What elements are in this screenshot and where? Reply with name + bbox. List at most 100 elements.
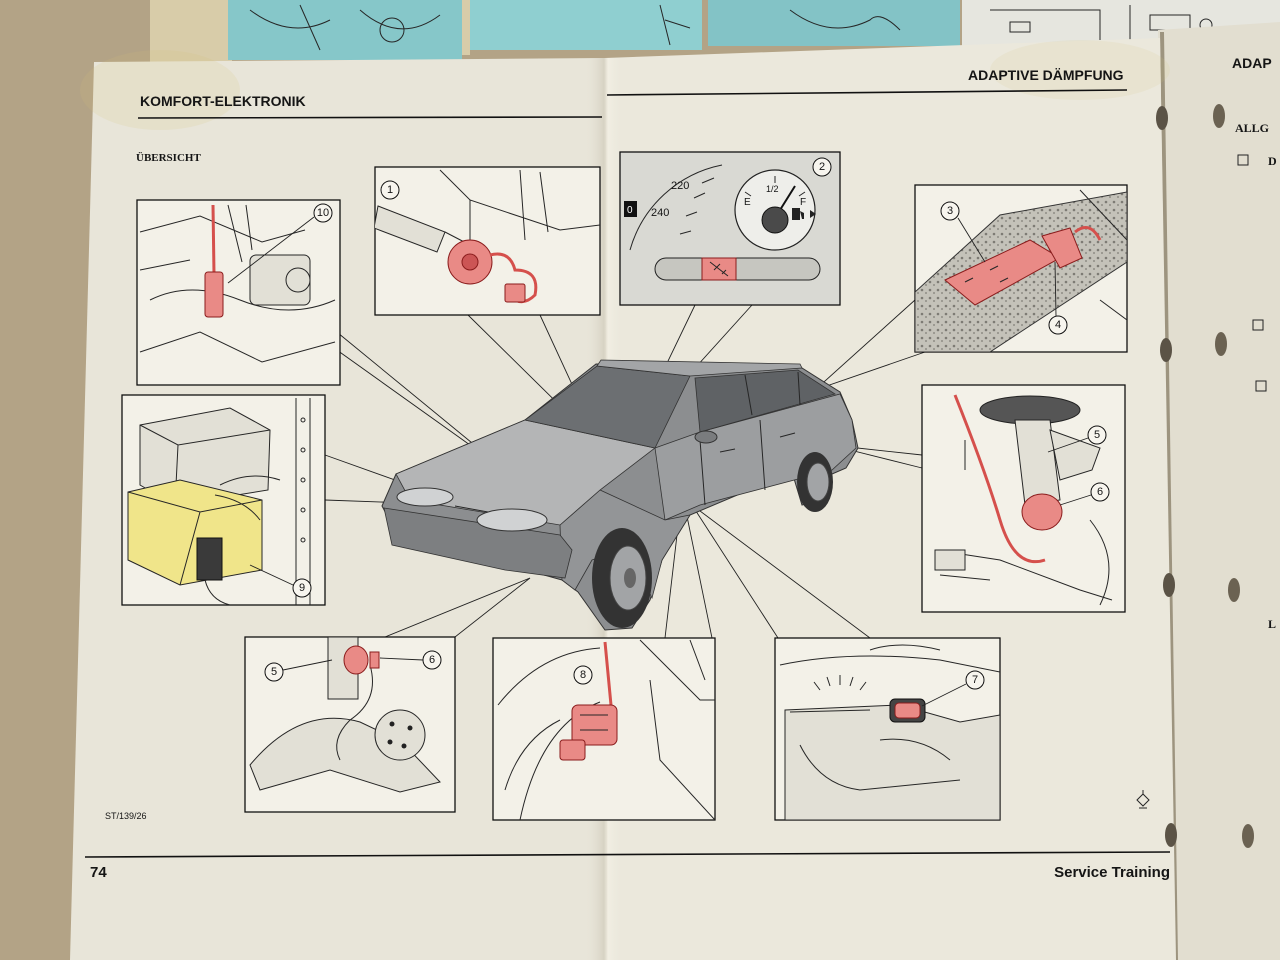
callout-leader — [1047, 437, 1089, 453]
print-symbol-icon — [1136, 790, 1150, 809]
module-connector — [196, 537, 223, 581]
hub-stud — [401, 743, 407, 749]
red-sensor — [571, 704, 618, 746]
sensor-connector — [1041, 227, 1083, 269]
panel-art — [934, 394, 1113, 606]
callout-9: 9 — [292, 578, 312, 598]
hub-stud — [387, 739, 393, 745]
wheel-hub — [374, 709, 426, 761]
callout-number: 10 — [317, 207, 329, 219]
callout-number: 3 — [947, 205, 953, 217]
panel-art — [497, 639, 715, 820]
speed-label-upper: 220 — [671, 180, 689, 192]
panel-art — [779, 644, 1000, 820]
sensor-core — [461, 253, 479, 271]
background-booklets — [150, 0, 1280, 72]
engine-pulley — [285, 267, 311, 293]
car-grille — [454, 505, 489, 513]
callout-ring — [292, 578, 312, 598]
console-details — [789, 709, 961, 791]
callout-ring — [965, 670, 985, 690]
punch-hole — [1215, 332, 1227, 356]
hub-stud — [407, 725, 413, 731]
next-page-heading: ALLG — [1235, 121, 1269, 135]
body-panel — [639, 639, 715, 820]
car-roof — [596, 359, 803, 377]
lower-arm — [249, 717, 441, 793]
callout-number: 2 — [819, 161, 825, 173]
brake-hose — [336, 664, 373, 761]
center-console — [784, 704, 1000, 820]
callout-2: 2 — [812, 157, 832, 177]
beige-booklet-edge — [462, 0, 470, 55]
callout-ring — [812, 157, 832, 177]
age-stain — [80, 50, 240, 130]
callout-leader — [249, 564, 294, 586]
callout-number: 6 — [1097, 486, 1103, 498]
panel-instrument-cluster: 220 240 0 E 1/2 F 2 — [619, 151, 841, 306]
rail-hole — [300, 447, 306, 453]
mounting-rail — [295, 398, 311, 605]
car-mirror — [694, 430, 718, 444]
red-sensor-cable — [953, 394, 1046, 563]
callout-ring — [313, 203, 333, 223]
figure-code: ST/139/26 — [105, 811, 147, 821]
callout-5: 5 — [264, 662, 284, 682]
red-damping-switch — [894, 702, 921, 719]
tachometer-ticks — [679, 177, 715, 235]
panel-rear-strut: 5 6 — [921, 384, 1126, 613]
callout-10: 10 — [313, 203, 333, 223]
red-sensor-plug — [369, 651, 380, 669]
panel-body-sensor: 3 4 — [914, 184, 1128, 353]
page-number: 74 — [90, 864, 107, 881]
cover-3-art — [789, 9, 901, 31]
next-page-title: ADAP — [1232, 55, 1272, 71]
punch-hole — [1160, 338, 1172, 362]
panel-art — [375, 169, 600, 304]
callout-leader — [921, 683, 967, 707]
fuel-half-label: 1/2 — [766, 184, 779, 194]
panel-strut-sensor: 1 — [374, 166, 601, 316]
callout-7: 7 — [965, 670, 985, 690]
car-side-windows — [694, 369, 836, 433]
shock-absorber — [375, 205, 446, 253]
car-front-hub — [624, 568, 636, 588]
callout-3: 3 — [940, 201, 960, 221]
red-height-sensor — [1021, 493, 1063, 531]
right-page-title: ADAPTIVE DÄMPFUNG — [968, 67, 1124, 83]
damper-symbol-icon — [709, 261, 729, 277]
car-rear-hubcap — [806, 462, 830, 502]
rail-hole — [300, 507, 306, 513]
red-sensor — [343, 645, 369, 675]
callout-ring — [1087, 425, 1107, 445]
car-bumper — [383, 507, 573, 579]
mount-block — [934, 549, 966, 571]
rail-hole — [300, 477, 306, 483]
callout-leader — [957, 217, 986, 263]
car-door-lines — [699, 419, 796, 506]
panel-art: 220 240 0 E 1/2 F — [624, 164, 821, 281]
next-page: ADAP ALLG D L — [1158, 22, 1280, 960]
panel-engine-sensor: 10 — [136, 199, 341, 386]
next-page-lower-letter: L — [1268, 617, 1276, 631]
age-stain — [990, 40, 1170, 100]
series-name: Service Training — [1054, 864, 1170, 881]
engine-lines — [139, 204, 336, 363]
punch-hole — [1163, 573, 1175, 597]
bullet-square — [1252, 319, 1264, 331]
footer-rule — [84, 851, 1171, 858]
callout-leader — [227, 216, 315, 284]
punch-hole — [1165, 823, 1177, 847]
car-pillars — [744, 371, 801, 416]
callout-number: 1 — [387, 184, 393, 196]
callout-5: 5 — [1087, 425, 1107, 445]
fuel-gauge-ticks — [744, 176, 806, 197]
light-rays — [813, 675, 867, 691]
dashboard-line — [779, 644, 1000, 673]
connector-cable — [1074, 226, 1102, 241]
next-page-bullet-letter: D — [1268, 154, 1277, 168]
beige-booklet — [150, 0, 232, 72]
callout-number: 5 — [271, 666, 277, 678]
hub-stud — [389, 721, 395, 727]
